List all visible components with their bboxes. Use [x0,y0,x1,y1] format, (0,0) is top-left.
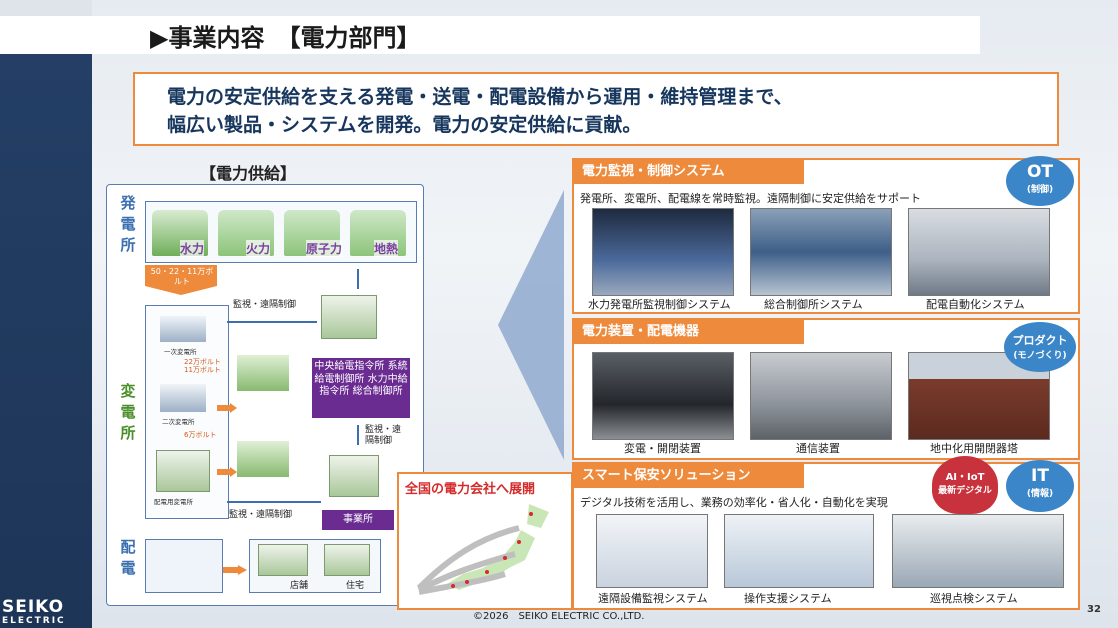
house-icon [324,544,370,576]
logo-line-1: SEIKO [2,597,65,617]
supply-heading: 【電力供給】 [200,164,297,183]
left-band [0,0,92,628]
primary-substation-label: 一次変電所 [164,348,197,356]
plant-label-thermal: 火力 [246,240,271,257]
distribution-substation-label: 配電用変電所 [154,498,193,506]
remote-arrow-1 [227,321,317,323]
primary-substation-icon [160,316,206,342]
section-3-title: スマート保安ソリューション [574,464,804,488]
expansion-label: 全国の電力会社へ展開 [405,482,536,497]
switchgear-photo [592,352,734,440]
section-monitoring-control: 電力監視・制御システム 発電所、変電所、配電線を常時監視。遠隔制御に安定供給をサ… [572,158,1080,314]
remote-label-3: 監視・遠隔制御 [229,510,293,520]
section-2-title: 電力装置・配電機器 [574,320,804,344]
vertical-arrow-1 [357,269,359,289]
orange-arrow-3 [221,565,247,575]
page-number: 32 [1087,604,1101,615]
ot-badge-main: OT [1026,162,1054,182]
consumer-label-house: 住宅 [346,581,365,591]
product-badge-main: プロダクト [1012,334,1068,347]
generation-label: 発電所 [120,194,136,254]
remote-label-2: 監視・遠隔制御 [365,425,402,446]
section-2-caption-2: 通信装置 [796,442,840,455]
japan-map-icon [416,504,549,595]
section-2-caption-3: 地中化用開閉器塔 [930,442,1018,455]
it-badge-main: IT [1031,466,1049,486]
distribution-pole-box [145,539,223,593]
section-1-description: 発電所、変電所、配電線を常時監視。遠隔制御に安定供給をサポート [580,192,921,205]
vertical-arrow-2 [357,425,359,445]
section-power-equipment: 電力装置・配電機器 変電・開閉装置 通信装置 地中化用開閉器塔 [572,318,1080,460]
integrated-control-photo [750,208,892,296]
plant-label-geothermal: 地熱 [374,240,399,257]
distribution-automation-photo [908,208,1050,296]
product-badge: プロダクト (モノづくり) [1004,322,1076,372]
ot-badge: OT (制御) [1006,156,1074,206]
section-2-caption-1: 変電・開閉装置 [624,442,701,455]
operation-support-illustration [724,514,874,588]
control-centers-box: 中央給電指令所 系統給電制御所 水力中給指令所 総合制御所 [312,358,410,418]
office-label: 事業所 [322,510,394,530]
section-1-caption-3: 配電自動化システム [926,298,1025,311]
distribution-substation-icon [156,450,210,492]
patrol-inspection-illustration [892,514,1064,588]
expansion-box: 全国の電力会社へ展開 [397,472,573,610]
control-center-building-icon [321,295,377,339]
plant-label-nuclear: 原子力 [306,240,343,257]
section-3-caption-3: 巡視点検システム [930,592,1018,605]
remote-arrow-3 [227,501,321,503]
consumers-box: 店舗 住宅 [249,539,381,593]
slide-title: ▶事業内容 【電力部門】 [150,24,421,52]
copyright: ©2026 SEIKO ELECTRIC CO.,LTD. [473,611,645,622]
section-1-title: 電力監視・制御システム [574,160,804,184]
summary-line-1: 電力の安定供給を支える発電・送電・配電設備から運用・維持管理まで、 [167,86,793,108]
orange-arrow-1 [217,403,237,413]
plant-label-hydro: 水力 [180,240,205,257]
it-badge-sub: (情報) [1026,489,1054,499]
power-plants-box: 水力 火力 原子力 地熱 [145,201,417,263]
section-3-caption-2: 操作支援システム [744,592,832,605]
office-building-icon [329,455,379,497]
summary-line-2: 幅広い製品・システムを開発。電力の安定供給に貢献。 [167,114,642,136]
section-1-caption-1: 水力発電所監視制御システム [588,298,731,311]
ai-iot-badge-sub: 最新デジタル [938,486,992,496]
ot-badge-sub: (制御) [1026,185,1054,195]
substations-column: 一次変電所 22万ボルト 11万ボルト 二次変電所 6万ボルト 配電用変電所 [145,305,229,519]
product-badge-sub: (モノづくり) [1013,351,1067,361]
hydro-monitoring-photo [592,208,734,296]
section-smart-maintenance: スマート保安ソリューション デジタル技術を活用し、業務の効率化・省人化・自動化を… [572,462,1080,610]
substation-equipment-icon-1 [237,355,289,391]
title-bar [0,16,980,54]
section-1-caption-2: 総合制御所システム [764,298,863,311]
summary-box: 電力の安定供給を支える発電・送電・配電設備から運用・維持管理まで、 幅広い製品・… [133,72,1059,146]
voltage-main-label: 50・22・11万ボルト [150,267,214,286]
it-badge: IT (情報) [1006,460,1074,512]
communication-device-photo [750,352,892,440]
logo-line-2: ELECTRIC [2,616,66,626]
ai-iot-badge-main: AI・IoT [945,472,985,483]
secondary-substation-label: 二次変電所 [162,418,195,426]
voltage-label-2: 6万ボルト [184,431,217,439]
consumer-label-store: 店舗 [290,581,309,591]
expansion-chevron [468,190,564,460]
secondary-substation-icon [160,384,206,412]
substation-label: 変電所 [120,382,136,442]
substation-equipment-icon-2 [237,441,289,477]
store-icon [258,544,308,576]
remote-label-1: 監視・遠隔制御 [233,300,297,310]
section-3-description: デジタル技術を活用し、業務の効率化・省人化・自動化を実現 [580,496,888,509]
section-3-caption-1: 遠隔設備監視システム [598,592,708,605]
seiko-logo: SEIKO ELECTRIC [2,597,92,628]
distribution-label: 配電 [120,538,136,577]
orange-arrow-2 [217,467,237,477]
remote-monitoring-illustration [596,514,708,588]
ai-iot-badge: AI・IoT 最新デジタル [932,456,998,514]
voltage-label-1: 22万ボルト 11万ボルト [184,358,221,374]
